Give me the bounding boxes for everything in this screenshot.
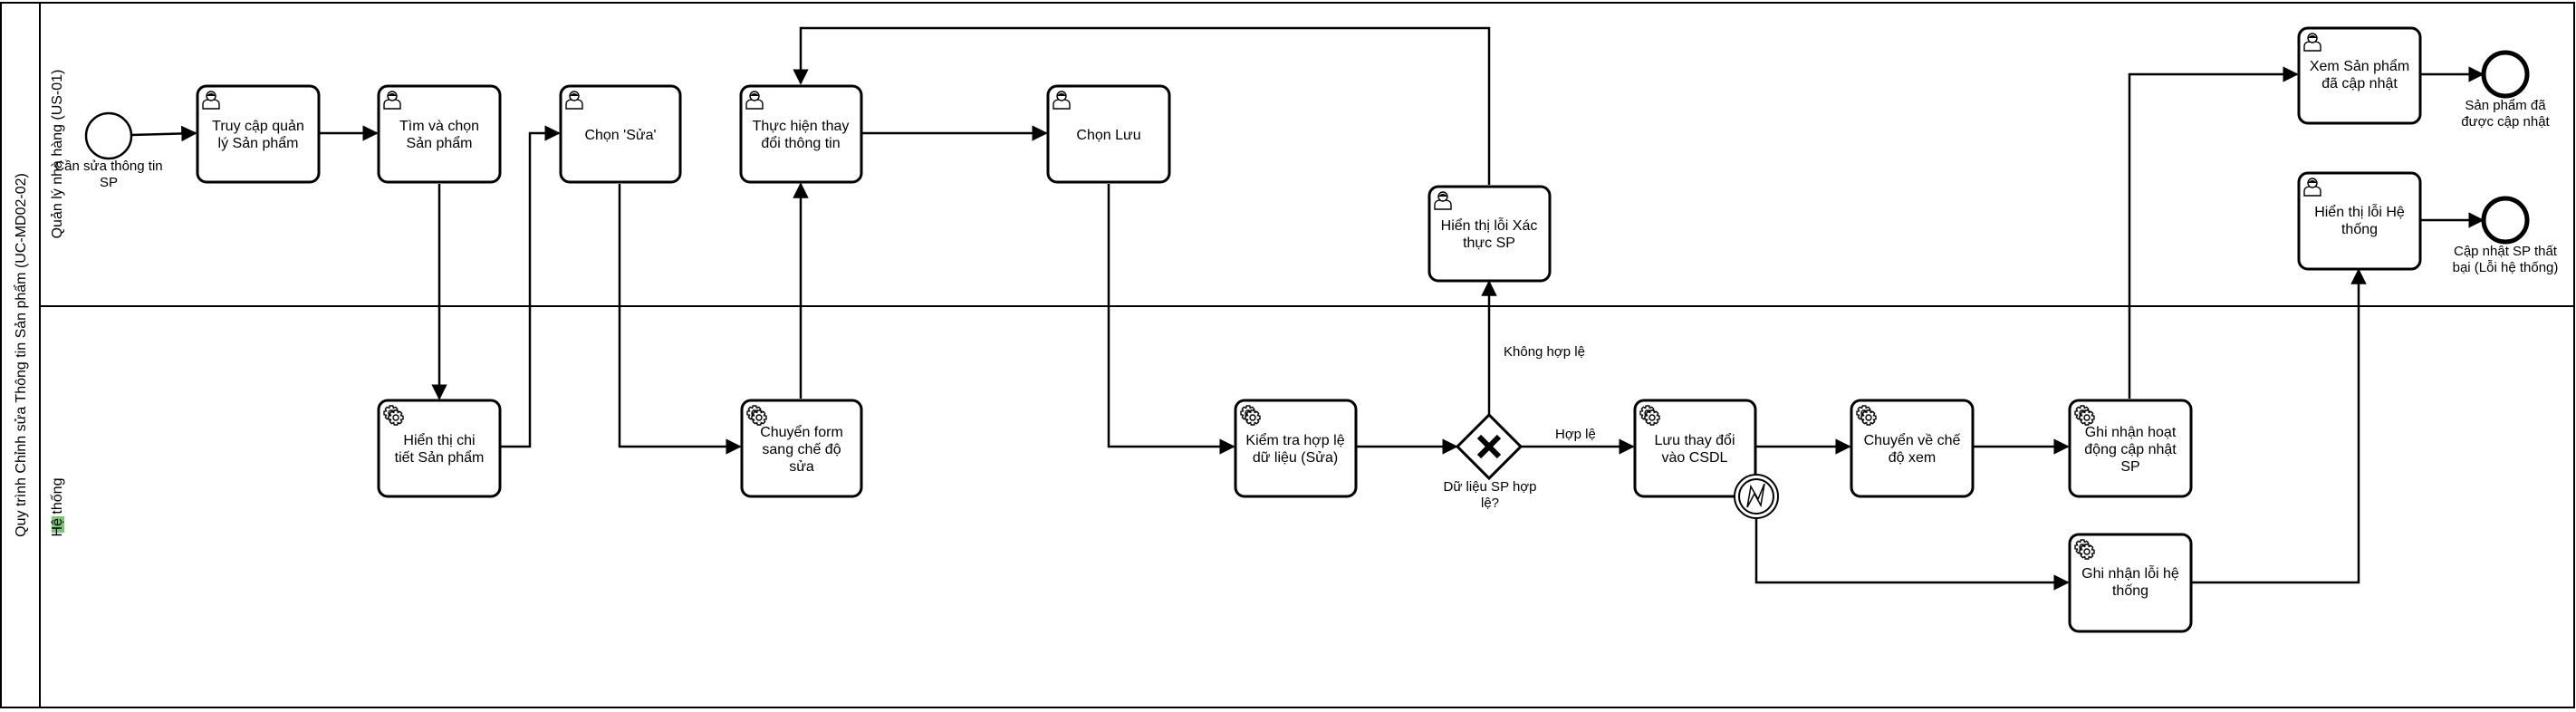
- lightning-icon: [1746, 483, 1765, 508]
- x-icon: [1476, 434, 1502, 459]
- flow-start-access: [130, 125, 197, 142]
- task-choose-edit[interactable]: Chọn 'Sửa': [559, 84, 682, 184]
- exclusive-gateway[interactable]: [1455, 412, 1523, 481]
- start-event[interactable]: [84, 111, 133, 160]
- lane-system-highlight: [52, 516, 64, 533]
- svg-text:Chọn Lưu: Chọn Lưu: [1076, 128, 1140, 143]
- flow-save-validate: [1107, 184, 1235, 455]
- error-boundary-event[interactable]: [1734, 474, 1779, 519]
- flow-error-back: [793, 26, 1491, 185]
- flow-logerror-showerror: [2191, 268, 2367, 584]
- end-event-success[interactable]: [2481, 50, 2530, 99]
- flow-label-valid: Hợp lệ: [1555, 427, 1596, 442]
- flow-label-invalid: Không hợp lệ: [1504, 344, 1585, 360]
- flow-boundary-logerror: [1754, 519, 2070, 591]
- flow-log-view: [2128, 66, 2299, 399]
- lane-title-manager: Quản lý nhà hàng (US-01): [50, 70, 65, 239]
- end-event-error[interactable]: [2481, 196, 2530, 245]
- task-choose-save[interactable]: Chọn Lưu: [1046, 84, 1171, 184]
- lane-title-system: Hệ thống: [50, 478, 65, 537]
- sequence-flows: [130, 26, 2485, 591]
- svg-text:Chọn 'Sửa': Chọn 'Sửa': [584, 128, 656, 143]
- pool-title: Quy trình Chỉnh sửa Thông tin Sản phẩm (…: [13, 173, 29, 537]
- flow-edit-editmode: [618, 184, 742, 455]
- flow-detail-edit: [501, 125, 561, 448]
